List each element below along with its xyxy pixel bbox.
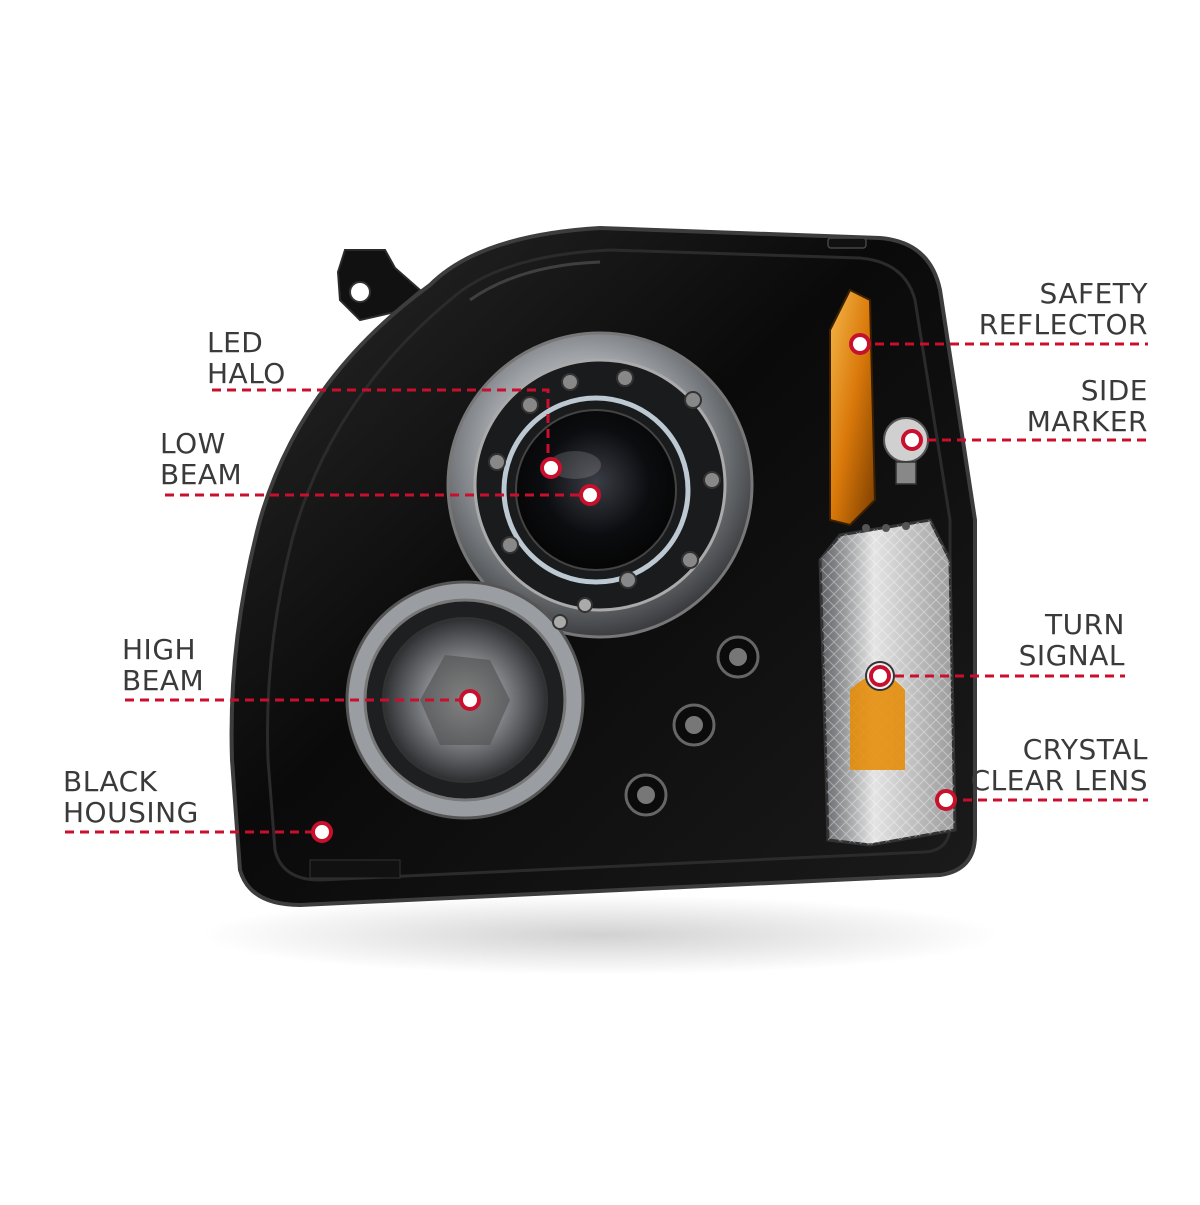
label-crystal-clear-lens-line1: CRYSTAL — [1022, 733, 1148, 766]
turn-signal-amber-bulb — [850, 675, 905, 770]
accent-leds — [624, 635, 760, 817]
label-turn-signal-line2: SIGNAL — [1018, 639, 1125, 672]
lens-glint — [549, 451, 601, 479]
callout-dot-low-beam — [579, 484, 601, 506]
amber-safety-reflector — [829, 288, 877, 527]
callout-lines — [65, 342, 1148, 834]
mounting-hole — [349, 281, 371, 303]
label-high-beam: HIGH BEAM — [122, 634, 204, 696]
label-low-beam-line2: BEAM — [160, 458, 243, 491]
label-side-marker-line2: MARKER — [1026, 405, 1148, 438]
bottom-label-plate — [309, 859, 401, 879]
label-crystal-clear-lens-line2: CLEAR LENS — [970, 764, 1148, 797]
label-safety-reflector: SAFETY REFLECTOR — [979, 278, 1148, 340]
callout-dot-high-beam — [459, 689, 481, 711]
callout-dots — [311, 333, 957, 843]
lens-border-screws — [862, 522, 910, 532]
label-turn-signal-line1: TURN — [1045, 608, 1125, 641]
callout-dot-side-marker — [901, 429, 923, 451]
callout-dot-safety-reflector — [849, 333, 871, 355]
label-turn-signal: TURN SIGNAL — [1019, 609, 1125, 671]
high-beam-screws — [552, 597, 593, 630]
label-high-beam-line2: BEAM — [122, 664, 205, 697]
label-safety-reflector-line1: SAFETY — [1039, 277, 1148, 310]
label-side-marker-line1: SIDE — [1080, 374, 1148, 407]
callout-dot-led-halo — [540, 457, 562, 479]
label-black-housing-line2: HOUSING — [63, 796, 199, 829]
label-black-housing-line1: BLACK — [63, 765, 158, 798]
callout-dot-crystal-clear-lens — [935, 789, 957, 811]
label-low-beam-line1: LOW — [160, 427, 226, 460]
label-crystal-clear-lens: CRYSTAL CLEAR LENS — [971, 734, 1148, 796]
housing-highlight — [469, 260, 601, 302]
label-led-halo-line2: HALO — [207, 357, 286, 390]
label-black-housing: BLACK HOUSING — [63, 766, 199, 828]
callout-dot-turn-signal — [869, 665, 891, 687]
label-low-beam: LOW BEAM — [160, 428, 242, 490]
label-high-beam-line1: HIGH — [122, 633, 197, 666]
floor-shadow — [200, 895, 1000, 975]
label-led-halo: LED HALO — [207, 327, 286, 389]
callout-line-led-halo — [212, 388, 550, 468]
label-side-marker: SIDE MARKER — [1027, 375, 1148, 437]
led-halo-ring — [501, 395, 691, 585]
callout-dot-black-housing — [311, 821, 333, 843]
side-marker-socket — [895, 461, 917, 485]
label-safety-reflector-line2: REFLECTOR — [978, 308, 1148, 341]
label-led-halo-line1: LED — [207, 326, 264, 359]
housing-bezel — [266, 248, 952, 882]
housing-clip — [827, 237, 867, 249]
projector-screws — [488, 369, 721, 589]
